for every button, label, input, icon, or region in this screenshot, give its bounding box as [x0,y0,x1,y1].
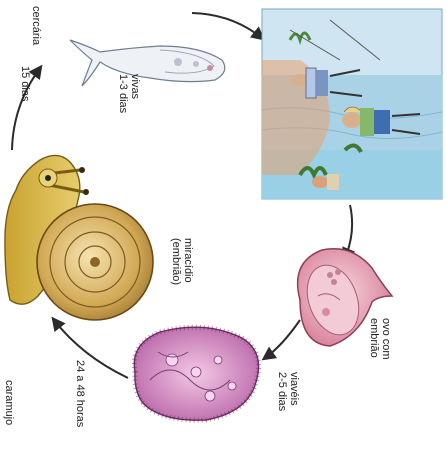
label-miracidium-hours: 24 a 48 horas [73,360,85,427]
label-miracidium: miracídio (embrião) [170,238,193,285]
snail-illustration [5,155,153,320]
cercaria-illustration [70,40,225,86]
label-egg-viable-line2: 2-5 dias [276,372,288,411]
label-cercaria-alive-line1: vivas [128,74,140,113]
arrow-egg-to-miracidium [265,320,300,358]
label-egg-line2: embrião [368,318,380,360]
label-snail: caramujo [2,380,14,425]
arrow-cercaria-to-scene [192,13,262,38]
label-cercaria: cercária [29,6,41,45]
label-miracidium-line1: miracídio [181,238,193,285]
arrow-miracidium-to-snail [54,320,128,378]
label-cercaria-alive: vivas 1-3 dias [117,74,140,113]
label-miracidium-line2: (embrião) [170,238,182,285]
fishing-scene [262,9,442,199]
miracidium-illustration [134,327,258,420]
label-egg-viable-line1: viavéis [287,372,299,411]
label-egg-line1: ovo com [379,318,391,360]
label-cercaria-days: 15 dias [18,66,30,101]
label-cercaria-alive-line2: 1-3 dias [117,74,129,113]
label-egg: ovo com embrião [368,318,391,360]
label-egg-viable: viavéis 2-5 dias [276,372,299,411]
